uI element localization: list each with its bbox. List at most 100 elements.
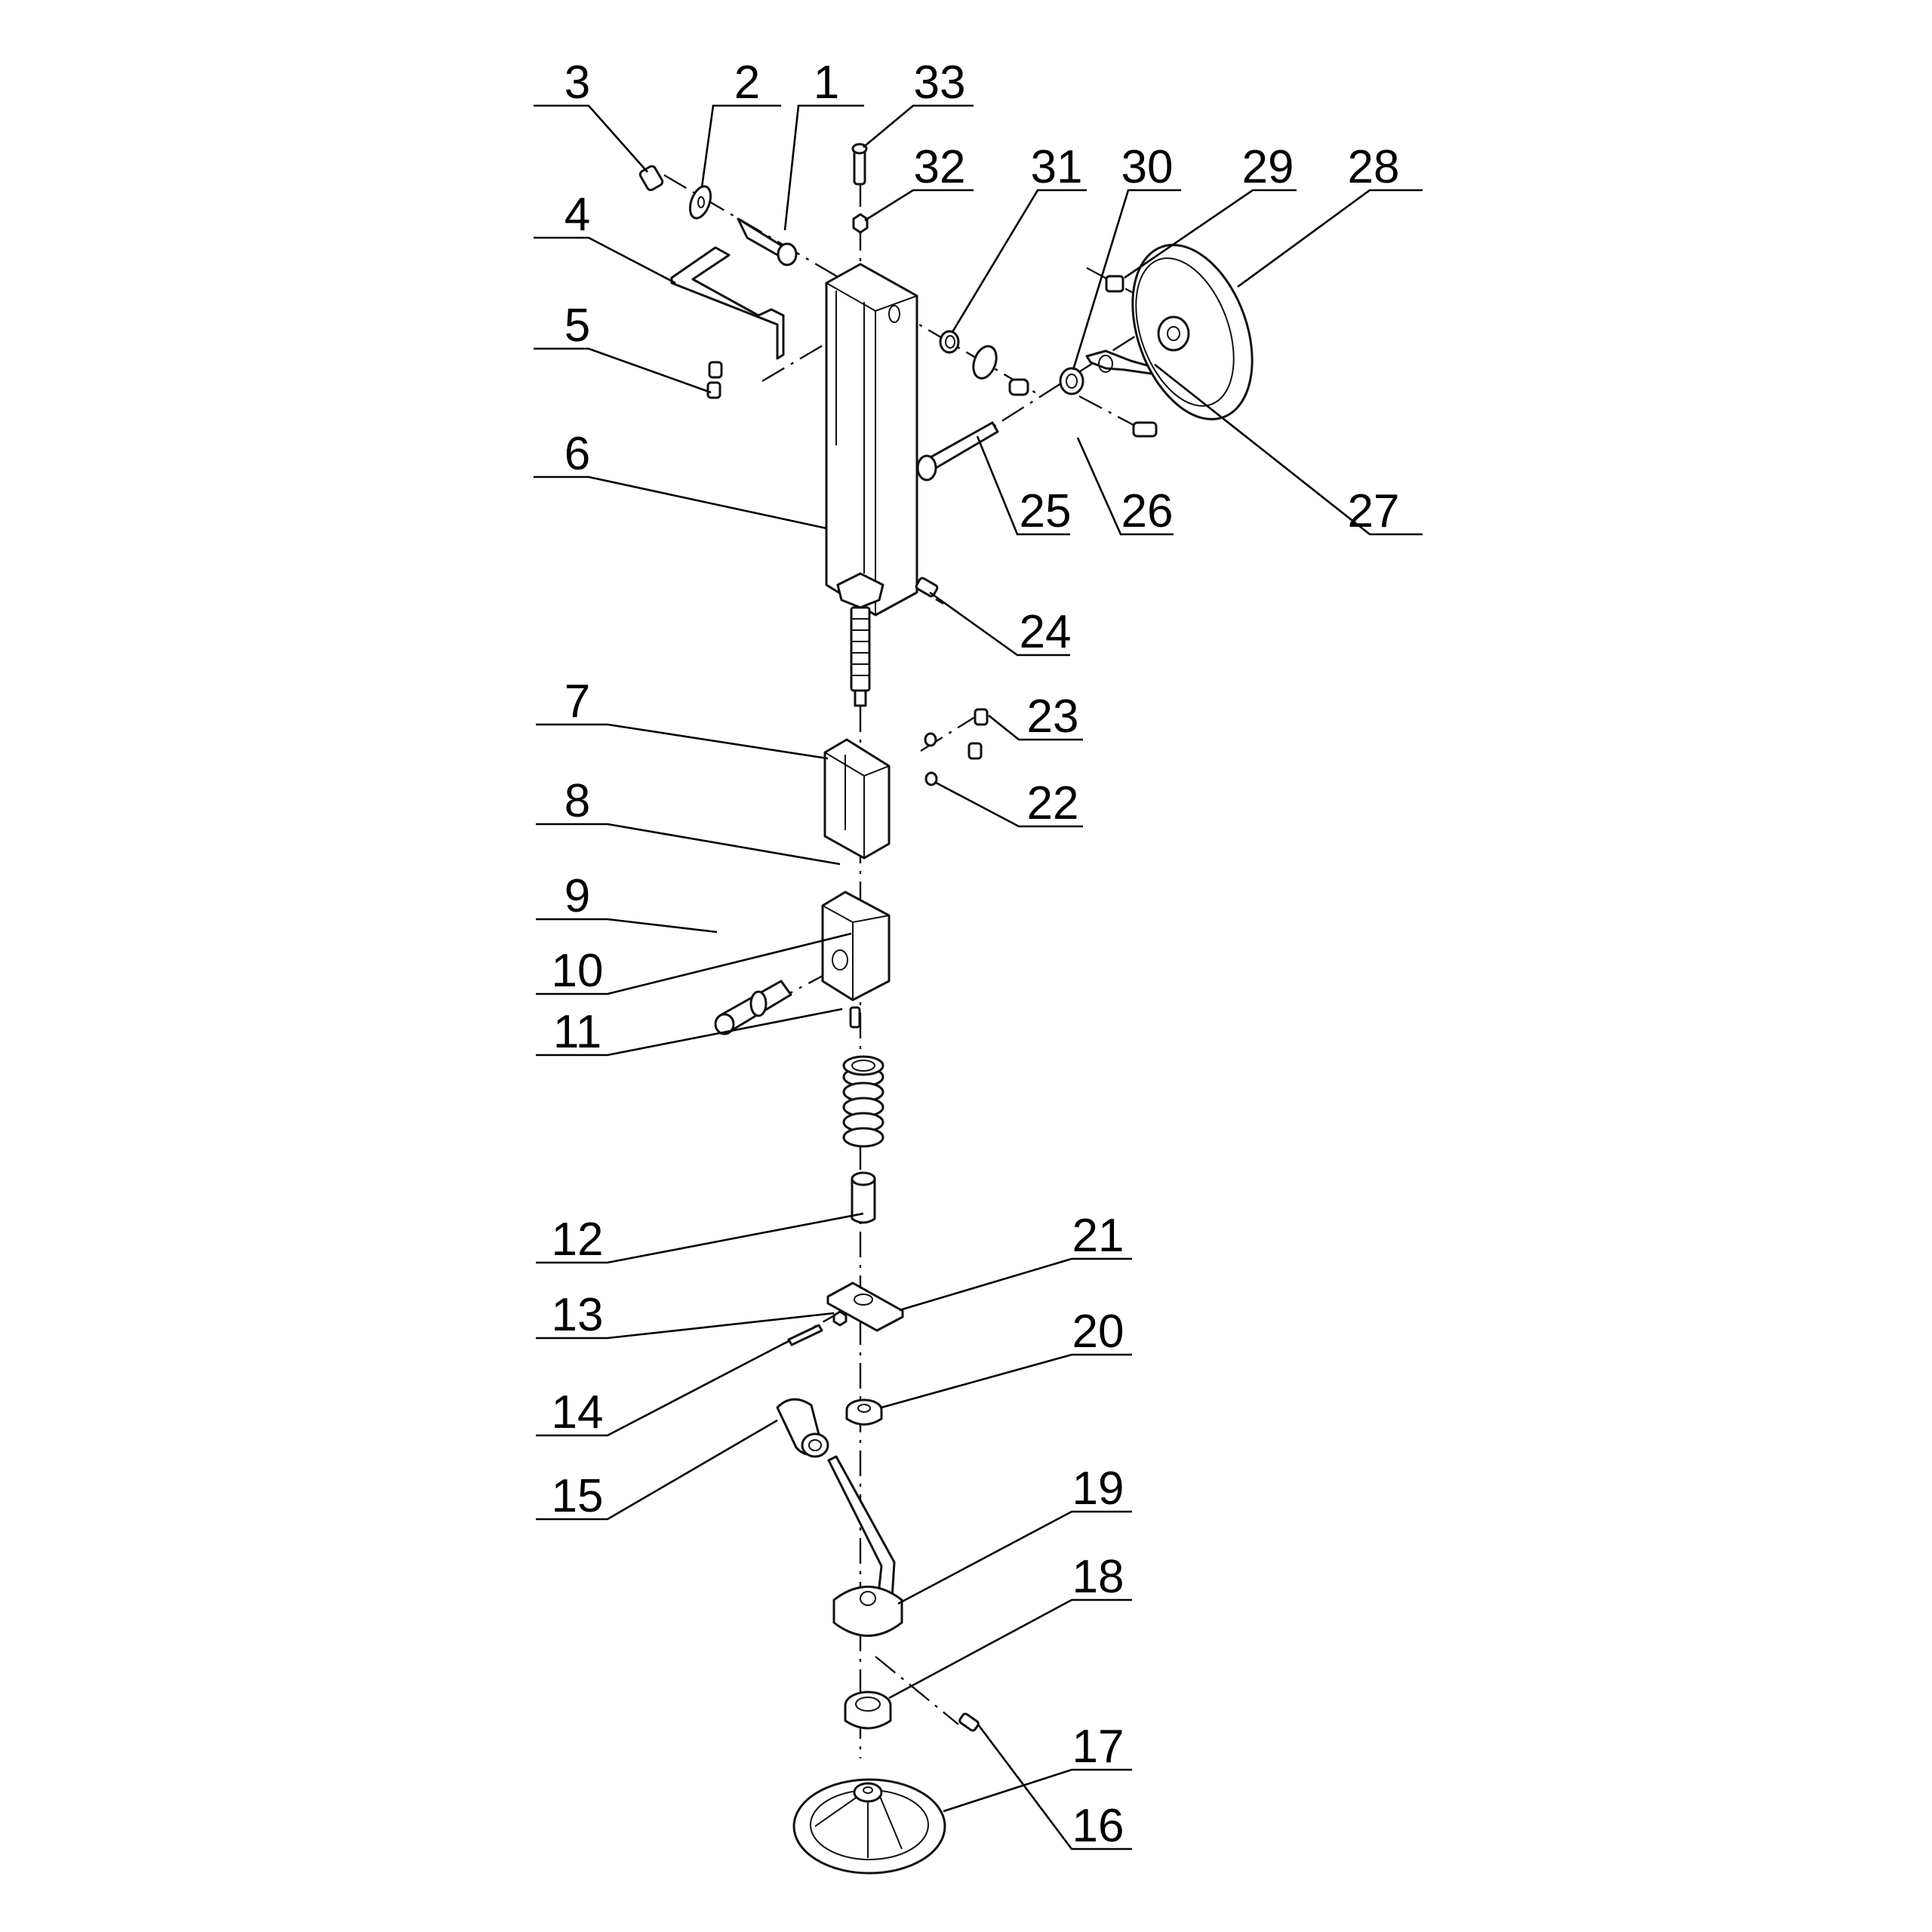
svg-text:12: 12 [552, 1214, 604, 1266]
svg-text:17: 17 [1072, 1721, 1124, 1773]
part-1-pin [737, 217, 798, 266]
part-26-pin [1132, 421, 1158, 438]
svg-text:3: 3 [565, 57, 590, 109]
part-14-screw [787, 1324, 823, 1346]
svg-text:26: 26 [1121, 485, 1174, 537]
callout-12: 12 [536, 1212, 864, 1266]
part-29-pin [1105, 275, 1124, 293]
callout-15: 15 [536, 1419, 778, 1522]
callout-1: 1 [783, 57, 864, 231]
part-9-pin [714, 980, 792, 1035]
part-4-bracket [670, 246, 785, 360]
callout-7: 7 [536, 675, 829, 760]
callout-27: 27 [1154, 363, 1423, 537]
svg-text:2: 2 [734, 57, 760, 109]
svg-text:8: 8 [565, 775, 590, 827]
svg-text:21: 21 [1072, 1210, 1124, 1262]
part-16-setscrew [958, 1712, 980, 1732]
svg-text:10: 10 [552, 945, 604, 997]
svg-text:25: 25 [1020, 485, 1072, 537]
part-18-thrust-bearing [844, 1690, 892, 1730]
callout-29: 29 [1124, 141, 1297, 279]
callout-18: 18 [888, 1551, 1132, 1700]
part-25-shaft [916, 421, 999, 481]
part-30-collar [1059, 367, 1084, 395]
svg-text:11: 11 [553, 1006, 601, 1058]
svg-text:22: 22 [1027, 777, 1079, 829]
callout-4: 4 [534, 189, 676, 285]
svg-text:7: 7 [565, 675, 590, 728]
part-11-spring [842, 1055, 884, 1148]
part-10-setscrew [849, 1006, 861, 1029]
callout-30: 30 [1072, 141, 1181, 371]
callout-26: 26 [1076, 437, 1174, 537]
part-31-spacer [939, 330, 960, 354]
callout-10: 10 [536, 932, 852, 997]
callout-8: 8 [536, 775, 841, 866]
svg-text:31: 31 [1031, 141, 1083, 193]
svg-text:9: 9 [565, 870, 590, 922]
svg-text:6: 6 [565, 428, 590, 480]
callout-19: 19 [897, 1463, 1132, 1605]
callout-13: 13 [536, 1289, 835, 1341]
callout-32: 32 [864, 141, 974, 222]
svg-text:13: 13 [552, 1289, 604, 1341]
part-20-bearing [845, 1398, 883, 1426]
part-17-handwheel [792, 1778, 946, 1875]
svg-text:32: 32 [914, 141, 966, 193]
callout-24: 24 [929, 591, 1072, 658]
svg-text:15: 15 [552, 1470, 604, 1522]
part-3-screw [638, 165, 664, 192]
svg-text:19: 19 [1072, 1463, 1124, 1515]
svg-text:1: 1 [814, 57, 839, 109]
callout-33: 33 [863, 57, 974, 148]
part-13-nut [832, 1310, 848, 1327]
svg-text:16: 16 [1072, 1800, 1124, 1852]
callout-16: 16 [977, 1724, 1132, 1852]
callout-17: 17 [943, 1721, 1132, 1813]
assembly-axes [663, 174, 1186, 1758]
svg-text:14: 14 [552, 1386, 604, 1438]
svg-text:18: 18 [1072, 1551, 1124, 1603]
part-12-bushing [851, 1171, 876, 1224]
part-8-slide-block [821, 891, 891, 1001]
svg-text:29: 29 [1242, 141, 1294, 193]
part-5-screws [706, 361, 723, 399]
part-28-handwheel [1131, 244, 1254, 420]
part-21-plate [826, 1281, 904, 1332]
svg-text:20: 20 [1072, 1306, 1124, 1358]
svg-text:24: 24 [1020, 606, 1072, 658]
part-32-nut [852, 213, 869, 234]
svg-text:28: 28 [1348, 141, 1400, 193]
part-2-washer [688, 185, 712, 220]
callout-2: 2 [700, 57, 781, 188]
callout-11: 11 [536, 1006, 843, 1058]
part-7-slide-block [823, 738, 891, 860]
part-15-handle-grip [776, 1398, 829, 1458]
callout-9: 9 [536, 870, 718, 934]
callout-20: 20 [881, 1306, 1132, 1409]
part-24-setscrew [915, 577, 939, 598]
svg-text:5: 5 [565, 300, 590, 352]
svg-text:30: 30 [1121, 141, 1174, 193]
part-6-lead-screw [850, 606, 871, 707]
svg-text:27: 27 [1348, 485, 1400, 537]
callout-21: 21 [899, 1210, 1132, 1312]
part-33-bolt [851, 143, 868, 186]
part-31-washer [972, 345, 998, 380]
callout-23: 23 [988, 691, 1083, 743]
callout-14: 14 [536, 1340, 789, 1438]
part-6-column-housing [825, 263, 918, 617]
svg-text:4: 4 [565, 189, 590, 241]
callout-25: 25 [976, 435, 1072, 537]
part-22-washers [924, 732, 938, 786]
callout-5: 5 [534, 300, 712, 394]
callout-3: 3 [534, 57, 648, 173]
part-19-crank-arm [827, 1455, 903, 1637]
svg-text:23: 23 [1027, 691, 1079, 743]
callout-28: 28 [1237, 141, 1423, 288]
callout-31: 31 [951, 141, 1087, 333]
callout-6: 6 [534, 428, 827, 530]
part-23-screws [968, 708, 989, 760]
